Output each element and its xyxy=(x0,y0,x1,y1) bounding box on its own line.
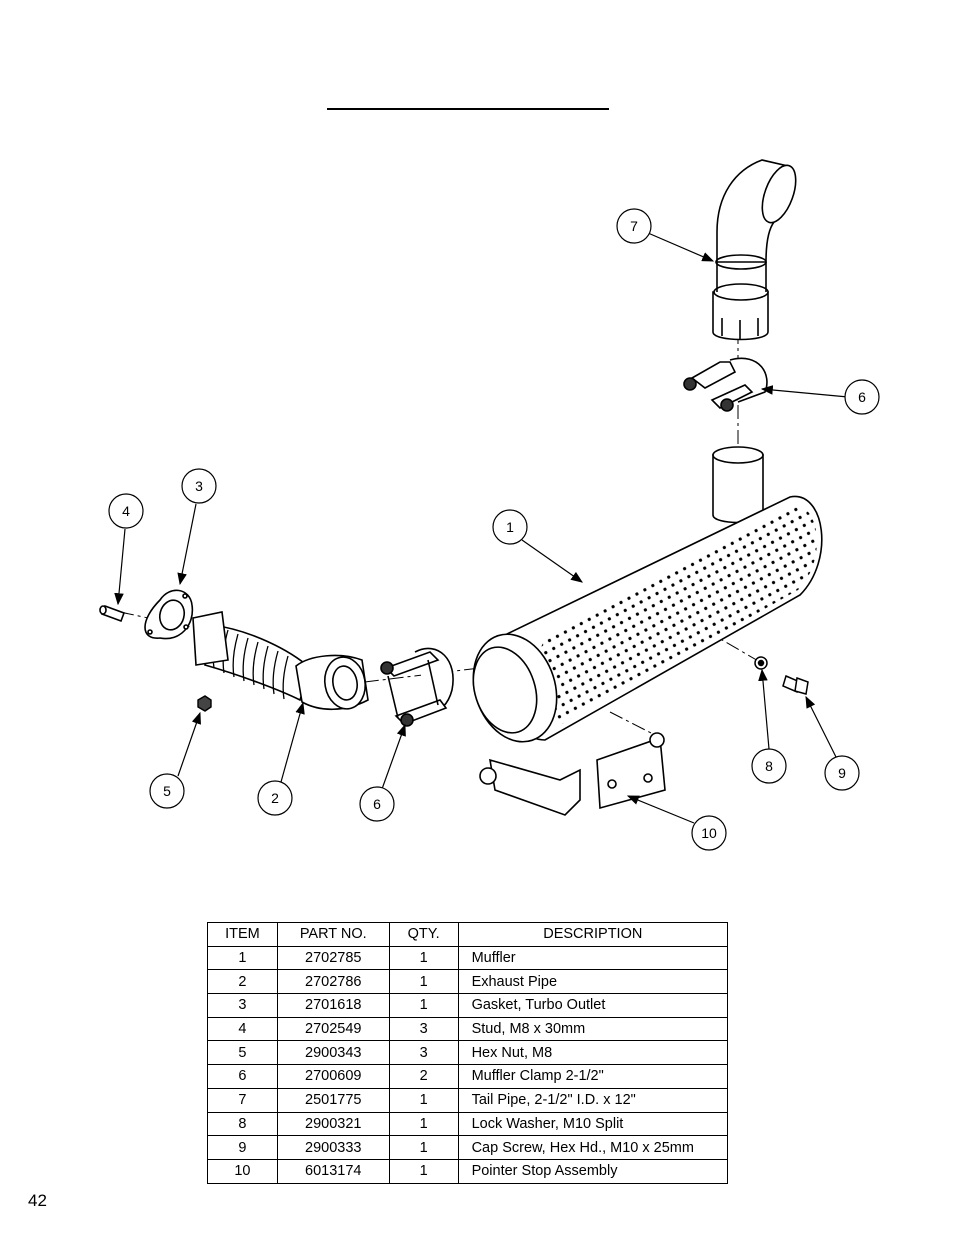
item-cell: 6 xyxy=(207,1064,278,1089)
table-row: 6 2700609 2 Muffler Clamp 2-1/2" xyxy=(207,1064,729,1089)
description-cell: Gasket, Turbo Outlet xyxy=(457,993,729,1018)
stud xyxy=(99,604,126,623)
exhaust-exploded-diagram: 7 6 3 4 1 5 2 6 8 9 10 xyxy=(99,159,880,851)
item-cell: 1 xyxy=(207,945,278,971)
qty-cell: 1 xyxy=(388,1087,459,1113)
qty-cell: 2 xyxy=(388,1064,459,1089)
callout-3-text: 3 xyxy=(195,478,203,494)
callout-10 xyxy=(691,815,727,851)
callout-4 xyxy=(108,493,144,529)
callout-5 xyxy=(149,773,185,809)
callout-7-text: 7 xyxy=(630,218,638,234)
table-row: 7 2501775 1 Tail Pipe, 2-1/2" I.D. x 12" xyxy=(207,1087,729,1113)
callout-6-upper xyxy=(844,379,880,415)
description-cell: Lock Washer, M10 Split xyxy=(457,1111,729,1137)
item-cell: 5 xyxy=(207,1040,278,1066)
table-row: 5 2900343 3 Hex Nut, M8 xyxy=(207,1040,729,1066)
description-cell: Hex Nut, M8 xyxy=(457,1040,729,1066)
table-row: 1 2702785 1 Muffler xyxy=(207,945,729,971)
title-underline xyxy=(327,108,609,110)
exhaust-pipe xyxy=(204,624,369,711)
callout-3 xyxy=(181,468,217,504)
description-cell: Muffler Clamp 2-1/2" xyxy=(457,1064,729,1089)
item-cell: 3 xyxy=(207,993,278,1018)
turbo-flange xyxy=(192,611,229,666)
table-row: 8 2900321 1 Lock Washer, M10 Split xyxy=(207,1111,729,1137)
qty-cell: 3 xyxy=(388,1040,459,1066)
callout-1 xyxy=(492,509,528,545)
hex-nut xyxy=(197,695,212,712)
upper-muffler-clamp xyxy=(683,357,768,412)
part-no-cell: 2501775 xyxy=(276,1087,390,1113)
description-cell: Muffler xyxy=(457,945,729,971)
header-description: DESCRIPTION xyxy=(457,922,729,947)
item-cell: 8 xyxy=(207,1111,278,1137)
callout-1-text: 1 xyxy=(506,519,514,535)
item-cell: 4 xyxy=(207,1016,278,1042)
gasket xyxy=(144,589,194,640)
qty-cell: 3 xyxy=(388,1016,459,1042)
callout-9 xyxy=(824,755,860,791)
page-number: 42 xyxy=(28,1191,47,1210)
callout-2 xyxy=(257,780,293,816)
part-no-cell: 2702786 xyxy=(276,969,390,995)
qty-cell: 1 xyxy=(388,1111,459,1137)
part-no-cell: 2900333 xyxy=(276,1135,390,1160)
header-item: ITEM xyxy=(207,922,278,947)
lower-muffler-clamp xyxy=(380,647,454,727)
qty-cell: 1 xyxy=(388,993,459,1018)
callout-2-text: 2 xyxy=(271,790,279,806)
callout-5-text: 5 xyxy=(163,783,171,799)
table-row: 9 2900333 1 Cap Screw, Hex Hd., M10 x 25… xyxy=(207,1135,729,1160)
qty-cell: 1 xyxy=(388,1158,459,1184)
table-row: 10 6013174 1 Pointer Stop Assembly xyxy=(207,1158,729,1184)
part-no-cell: 2700609 xyxy=(276,1064,390,1089)
part-no-cell: 2702549 xyxy=(276,1016,390,1042)
callout-6-upper-text: 6 xyxy=(858,389,866,405)
pointer-stop-assembly xyxy=(479,732,666,816)
cap-screw xyxy=(782,674,809,695)
qty-cell: 1 xyxy=(388,945,459,971)
callout-9-text: 9 xyxy=(838,765,846,781)
callout-6-lower xyxy=(359,786,395,822)
table-row: 3 2701618 1 Gasket, Turbo Outlet xyxy=(207,993,729,1018)
tail-pipe xyxy=(712,159,797,341)
table-row: 2 2702786 1 Exhaust Pipe xyxy=(207,969,729,995)
qty-cell: 1 xyxy=(388,1135,459,1160)
part-no-cell: 2900321 xyxy=(276,1111,390,1137)
description-cell: Cap Screw, Hex Hd., M10 x 25mm xyxy=(457,1135,729,1160)
description-cell: Exhaust Pipe xyxy=(457,969,729,995)
parts-list-table: ITEM PART NO. QTY. DESCRIPTION 1 2702785… xyxy=(207,922,729,1184)
table-header-row: ITEM PART NO. QTY. DESCRIPTION xyxy=(207,922,729,947)
muffler xyxy=(472,446,823,743)
callout-10-text: 10 xyxy=(701,825,717,841)
part-no-cell: 2702785 xyxy=(276,945,390,971)
callout-4-text: 4 xyxy=(122,503,130,519)
callout-8-text: 8 xyxy=(765,758,773,774)
item-cell: 10 xyxy=(207,1158,278,1184)
part-no-cell: 2701618 xyxy=(276,993,390,1018)
callout-6-lower-text: 6 xyxy=(373,796,381,812)
item-cell: 9 xyxy=(207,1135,278,1160)
qty-cell: 1 xyxy=(388,969,459,995)
header-qty: QTY. xyxy=(388,922,459,947)
item-cell: 2 xyxy=(207,969,278,995)
lock-washer xyxy=(754,656,768,670)
header-part-no: PART NO. xyxy=(276,922,390,947)
description-cell: Tail Pipe, 2-1/2" I.D. x 12" xyxy=(457,1087,729,1113)
part-no-cell: 6013174 xyxy=(276,1158,390,1184)
callout-7 xyxy=(616,208,652,244)
description-cell: Pointer Stop Assembly xyxy=(457,1158,729,1184)
item-cell: 7 xyxy=(207,1087,278,1113)
callout-8 xyxy=(751,748,787,784)
leader-lines xyxy=(114,232,849,824)
description-cell: Stud, M8 x 30mm xyxy=(457,1016,729,1042)
table-row: 4 2702549 3 Stud, M8 x 30mm xyxy=(207,1016,729,1042)
part-no-cell: 2900343 xyxy=(276,1040,390,1066)
